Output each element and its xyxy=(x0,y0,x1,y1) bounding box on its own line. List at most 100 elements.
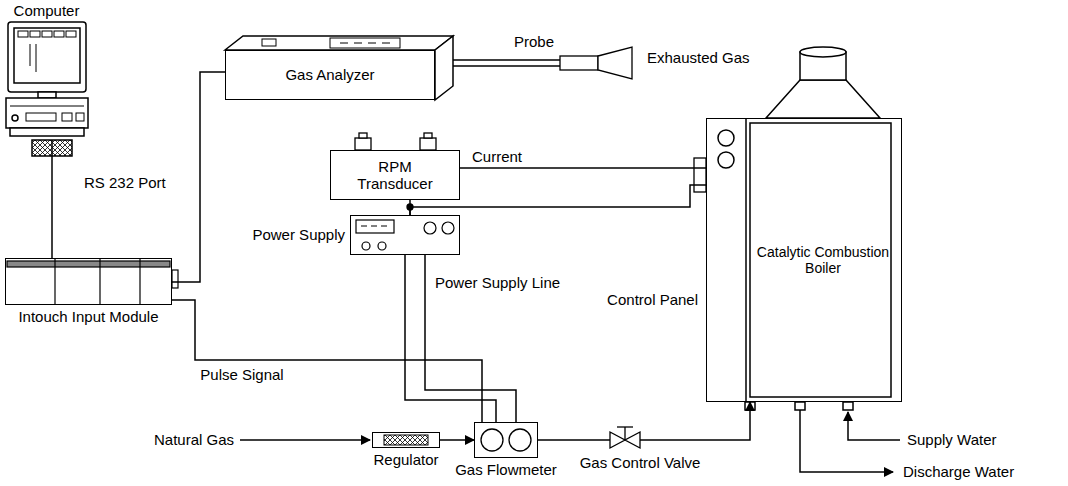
input-module-details xyxy=(139,258,140,305)
signal-label: Pulse Signal xyxy=(198,366,285,383)
valve-symbol xyxy=(610,432,625,448)
label-holder: Control Panel xyxy=(605,291,700,308)
gas-analyzer-housing xyxy=(340,43,390,44)
signal-label: Power Supply Line xyxy=(433,274,562,291)
node-text: Intouch Input Module xyxy=(18,308,158,325)
valve-symbol xyxy=(617,426,633,427)
power-supply-details xyxy=(356,220,454,250)
transducer-knobs xyxy=(420,138,436,150)
power-supply-details xyxy=(378,242,386,250)
node-heading: Computer xyxy=(14,2,80,19)
boiler-details xyxy=(718,152,734,168)
rpm-transducer-box: RPM Transducer xyxy=(330,150,460,200)
regulator-box: Regulator xyxy=(372,432,440,448)
junction-and-sensor xyxy=(407,158,706,210)
computer-node: Computer xyxy=(5,22,88,140)
boiler-details xyxy=(800,47,846,57)
probe-illustration xyxy=(560,56,598,70)
power-supply-details xyxy=(356,220,394,233)
connector-line xyxy=(640,402,750,440)
regulator-core xyxy=(384,435,428,445)
computer-illustration xyxy=(30,31,40,37)
flowmeter-rotors xyxy=(509,429,531,451)
probe-illustration xyxy=(598,47,632,79)
power-supply-box: Power Supply xyxy=(350,215,460,255)
edge-label-holder: Current xyxy=(470,148,524,165)
input-module-details xyxy=(7,258,178,305)
node-text: RPM Transducer xyxy=(350,158,440,193)
transducer-knobs xyxy=(424,133,432,138)
gas-analyzer-housing xyxy=(262,39,276,46)
node-text: Gas Analyzer xyxy=(285,66,374,83)
probe-illustration xyxy=(453,65,560,66)
flowmeter-rotors xyxy=(481,429,531,451)
label-holder: RS 232 Port xyxy=(82,174,168,191)
regulator-core xyxy=(384,435,428,445)
label-holder: Exhausted Gas xyxy=(645,49,752,66)
connector-line xyxy=(460,167,706,169)
computer-illustration xyxy=(14,28,80,83)
flow-arrows xyxy=(800,410,893,472)
node-text: Regulator xyxy=(373,451,438,468)
input-module-details xyxy=(99,258,100,305)
transducer-knobs xyxy=(355,133,436,150)
power-supply-details xyxy=(424,222,436,234)
input-module-details xyxy=(7,261,170,267)
gas-analyzer-box: Gas Analyzer xyxy=(225,50,435,100)
junction-and-sensor xyxy=(694,158,706,192)
computer-illustration xyxy=(36,44,37,72)
gas-analyzer-housing xyxy=(435,36,453,100)
boiler-details xyxy=(718,130,734,146)
node-heading: Intouch Input Module xyxy=(18,308,158,325)
power-supply-details xyxy=(442,222,454,234)
part-label: Probe xyxy=(512,33,556,50)
valve-symbol xyxy=(625,432,640,448)
computer-illustration xyxy=(18,31,28,37)
connector-line xyxy=(51,140,53,258)
node-heading: Gas Flowmeter xyxy=(455,461,557,478)
connector-line xyxy=(172,72,225,282)
node-text: Computer xyxy=(14,2,80,19)
computer-illustration xyxy=(76,113,84,121)
edge-label-holder: Pulse Signal xyxy=(198,366,285,383)
boiler-details xyxy=(795,402,805,410)
computer-illustration xyxy=(38,92,56,98)
valve-symbol xyxy=(610,427,640,448)
node-text: Catalytic Combustion Boiler xyxy=(753,244,893,276)
node-heading: Gas Control Valve xyxy=(580,454,701,471)
gas-analyzer-housing xyxy=(225,36,453,50)
computer-illustration xyxy=(42,31,52,37)
label-holder: Discharge Water xyxy=(901,463,1016,480)
flow-label: Discharge Water xyxy=(901,463,1016,480)
computer-illustration xyxy=(30,44,31,66)
computer-illustration xyxy=(10,106,84,107)
computer-illustration xyxy=(54,31,64,37)
label-holder: Natural Gas xyxy=(152,431,236,448)
input-module-details xyxy=(54,258,55,305)
control-valve: Gas Control Valve xyxy=(610,424,640,450)
input-module-details xyxy=(172,270,178,288)
connector-line xyxy=(440,439,474,441)
power-supply-details xyxy=(362,242,370,250)
flow-arrows xyxy=(240,439,370,441)
probe-illustration xyxy=(453,47,632,79)
flow-arrows xyxy=(848,412,900,440)
edge-label-holder: Power Supply Line xyxy=(433,274,562,291)
computer-illustration xyxy=(10,128,84,136)
transducer-knobs xyxy=(359,133,367,138)
probe-illustration xyxy=(453,59,560,60)
part-label: Control Panel xyxy=(605,291,700,308)
flow-label: Natural Gas xyxy=(152,431,236,448)
computer-illustration xyxy=(62,113,72,121)
node-text: Power Supply xyxy=(252,226,345,243)
transducer-knobs xyxy=(355,138,371,150)
flow-label: Supply Water xyxy=(905,431,998,448)
label-holder: Probe xyxy=(512,33,556,50)
connector-line xyxy=(410,185,706,215)
port-label: RS 232 Port xyxy=(82,174,168,191)
flow-arrows xyxy=(240,410,900,472)
